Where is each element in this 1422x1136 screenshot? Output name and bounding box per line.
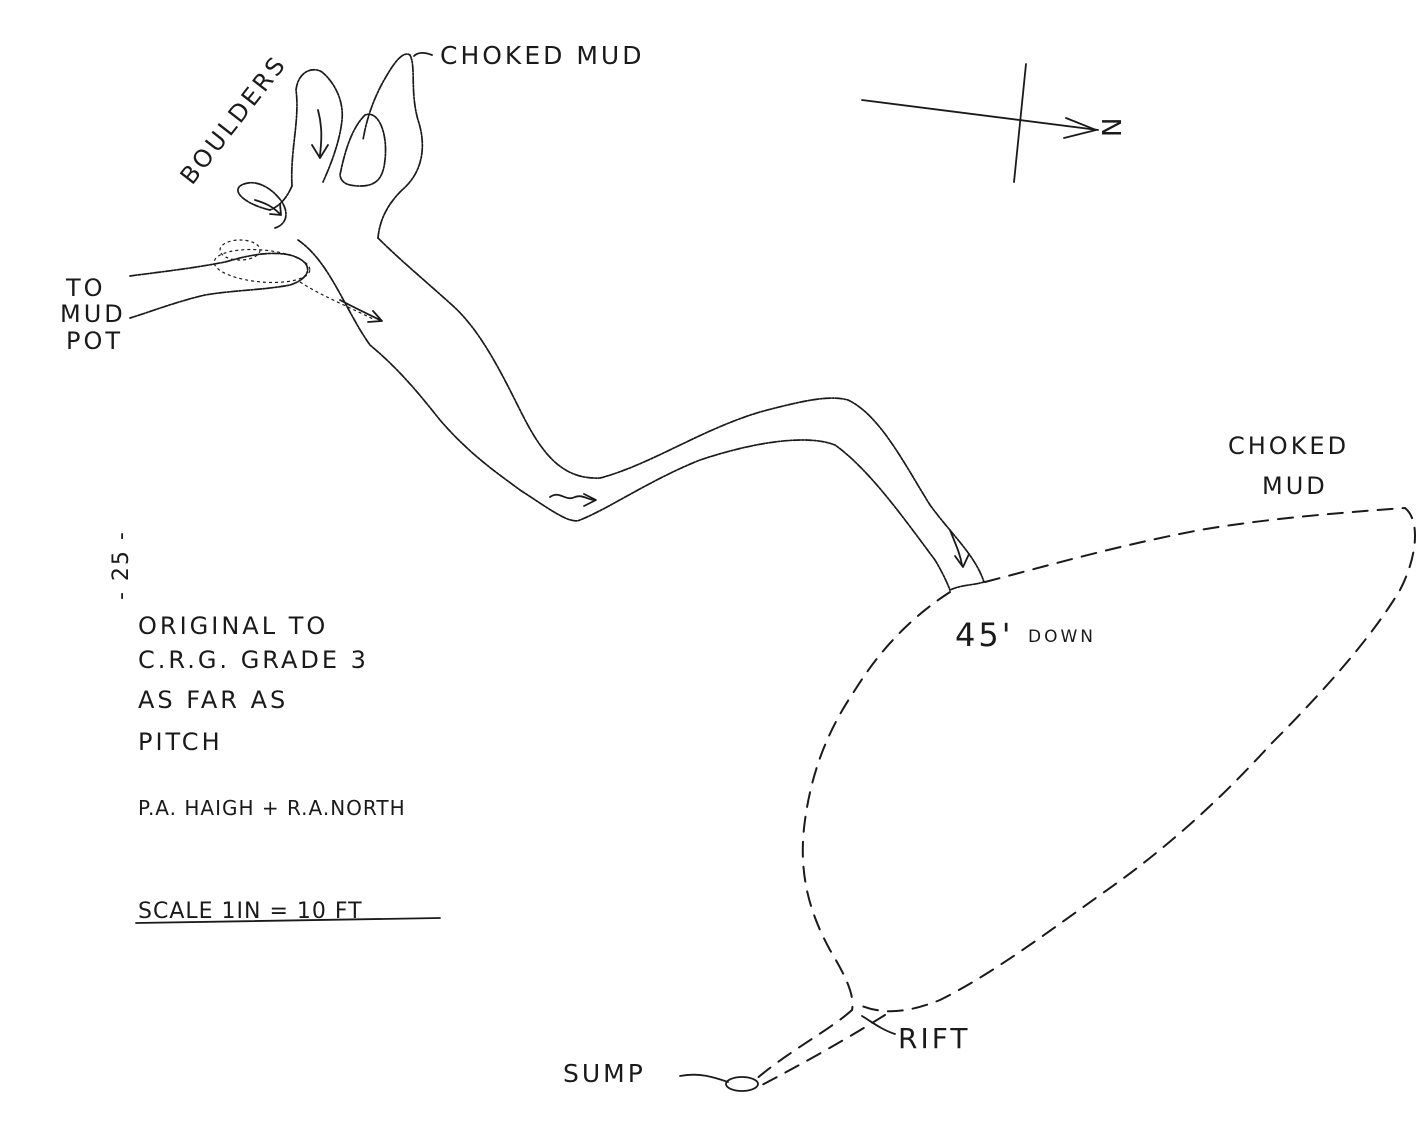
label-to: TO	[65, 274, 106, 302]
survey-notes: ORIGINAL TO C.R.G. GRADE 3 AS FAR AS PIT…	[135, 612, 441, 924]
flow-arrow-4	[549, 493, 597, 507]
note-line-1: ORIGINAL TO	[138, 612, 328, 640]
scale-underline	[135, 917, 441, 924]
flow-arrow-2	[254, 199, 282, 216]
label-choked-mud-right: CHOKED MUD	[1228, 432, 1349, 500]
label-pitch: 45' DOWN	[955, 616, 1096, 654]
label-pot: POT	[66, 327, 123, 355]
note-line-4: PITCH	[138, 728, 223, 756]
flow-arrow-1	[311, 109, 329, 159]
note-line-3: AS FAR AS	[138, 686, 288, 714]
note-line-2: C.R.G. GRADE 3	[138, 646, 369, 674]
label-mud: MUD	[60, 300, 126, 328]
note-authors: P.A. HAIGH + R.A.NORTH	[138, 796, 406, 820]
label-pitch-down: DOWN	[1028, 627, 1096, 647]
label-rift: RIFT	[898, 1022, 970, 1055]
north-label: N	[1098, 115, 1128, 137]
lower-series-dashed	[725, 506, 1416, 1092]
flow-arrows	[254, 109, 970, 568]
label-sump: SUMP	[563, 1059, 646, 1088]
north-arrow: N	[861, 63, 1128, 183]
upper-passage-walls	[129, 53, 985, 591]
flow-arrow-3	[339, 299, 383, 323]
leader-lines	[413, 51, 896, 1083]
label-to-mud-pot: TO MUD POT	[60, 274, 126, 355]
label-choked: CHOKED	[1228, 432, 1349, 460]
page-number: - 25 -	[109, 530, 134, 600]
flow-arrow-5	[949, 529, 970, 568]
label-pitch-depth: 45'	[955, 616, 1014, 654]
label-mud-right: MUD	[1262, 472, 1328, 500]
label-boulders: BOULDERS	[175, 50, 293, 190]
label-choked-mud-top: CHOKED MUD	[440, 41, 644, 70]
